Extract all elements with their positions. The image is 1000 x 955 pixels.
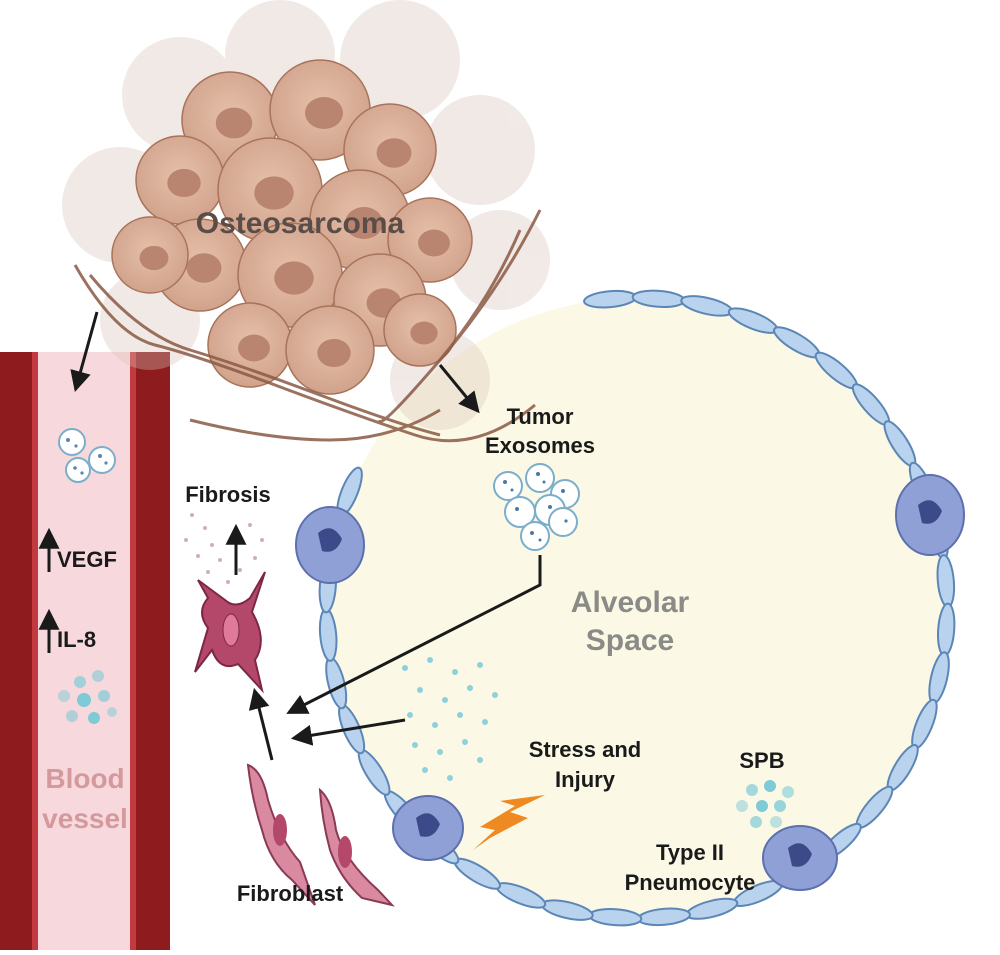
type-ii-pneumocyte-cell	[762, 825, 838, 891]
stress-particle	[432, 722, 438, 728]
fibroblast-activation-arrow	[248, 687, 274, 761]
tumor-exosomes-label-line2: Exosomes	[485, 433, 595, 458]
tumor-nucleus	[238, 334, 270, 362]
tumor-nucleus	[215, 107, 253, 139]
tumor-nucleus	[139, 245, 169, 271]
blood-vessel	[0, 352, 170, 950]
il8-label: IL-8	[57, 627, 96, 652]
stress-particle	[477, 757, 483, 763]
fibrosis-label: Fibrosis	[185, 482, 271, 507]
stress-injury-label-line2: Injury	[555, 767, 616, 792]
alveolar-macrophage	[895, 474, 965, 556]
fibroblast-label: Fibroblast	[237, 881, 344, 906]
stress-particle	[462, 739, 468, 745]
tumor-nucleus	[254, 176, 294, 210]
stress-particle	[437, 749, 443, 755]
vegf-group: VEGF	[38, 527, 117, 572]
tumor-nucleus	[186, 253, 222, 283]
alveolar-macrophage	[295, 506, 365, 584]
stress-particle	[482, 719, 488, 725]
spb-label: SPB	[739, 748, 784, 773]
stress-to-fibroblast-arrow	[290, 718, 406, 746]
stress-particle	[402, 665, 408, 671]
blood-vessel-label-line2: vessel	[42, 803, 128, 834]
stress-particle	[477, 662, 483, 668]
lightning-icon	[473, 795, 545, 850]
tumor-exosomes-label-line1: Tumor	[507, 404, 574, 429]
tumor-nucleus	[345, 207, 383, 239]
stress-particle	[427, 657, 433, 663]
stress-particles	[402, 657, 498, 781]
alveolar-space-label-line2: Space	[586, 624, 674, 657]
osteosarcoma-tumor: Osteosarcoma	[62, 0, 550, 443]
tumor-nucleus	[167, 168, 201, 198]
tumor-to-exosome-arrow	[438, 364, 480, 414]
tumor-nucleus	[317, 338, 351, 368]
exosome-to-fibroblast-arrow	[286, 555, 542, 714]
fibroblast-cell	[246, 763, 395, 907]
tumor-nucleus	[410, 321, 438, 345]
stress-particle	[417, 687, 423, 693]
type-ii-pneumocyte-cell	[392, 795, 464, 861]
pneumocyte-label-line1: Type II	[656, 840, 724, 865]
stress-particle	[412, 742, 418, 748]
il8-group: IL-8	[38, 608, 96, 653]
tumor-nucleus	[305, 97, 343, 129]
stress-particle	[452, 669, 458, 675]
stress-particle	[447, 775, 453, 781]
stress-particle	[457, 712, 463, 718]
stress-particle	[492, 692, 498, 698]
vessel-exosome-icon	[58, 428, 116, 483]
spb-particles	[736, 780, 794, 828]
tumor-nucleus	[376, 138, 412, 168]
stress-injury-label-line1: Stress and	[529, 737, 642, 762]
activated-fibroblast	[194, 571, 266, 694]
pneumocyte-label-line2: Pneumocyte	[625, 870, 756, 895]
fibrosis-particles	[184, 513, 264, 584]
arrows	[70, 311, 542, 746]
vessel-particles	[58, 670, 117, 724]
tumor-nucleus	[418, 229, 450, 257]
tumor-nucleus	[274, 261, 314, 295]
stress-particle	[407, 712, 413, 718]
vegf-label: VEGF	[57, 547, 117, 572]
tumor-to-vessel-arrow	[70, 311, 99, 393]
blood-vessel-label-line1: Blood	[45, 763, 124, 794]
tumor-exosome-icon	[493, 463, 580, 551]
osteosarcoma-label: Osteosarcoma	[196, 207, 405, 240]
stress-particle	[467, 685, 473, 691]
alveolus	[295, 289, 965, 927]
stress-particle	[422, 767, 428, 773]
alveolar-space-label-line1: Alveolar	[571, 586, 690, 619]
stress-particle	[442, 697, 448, 703]
